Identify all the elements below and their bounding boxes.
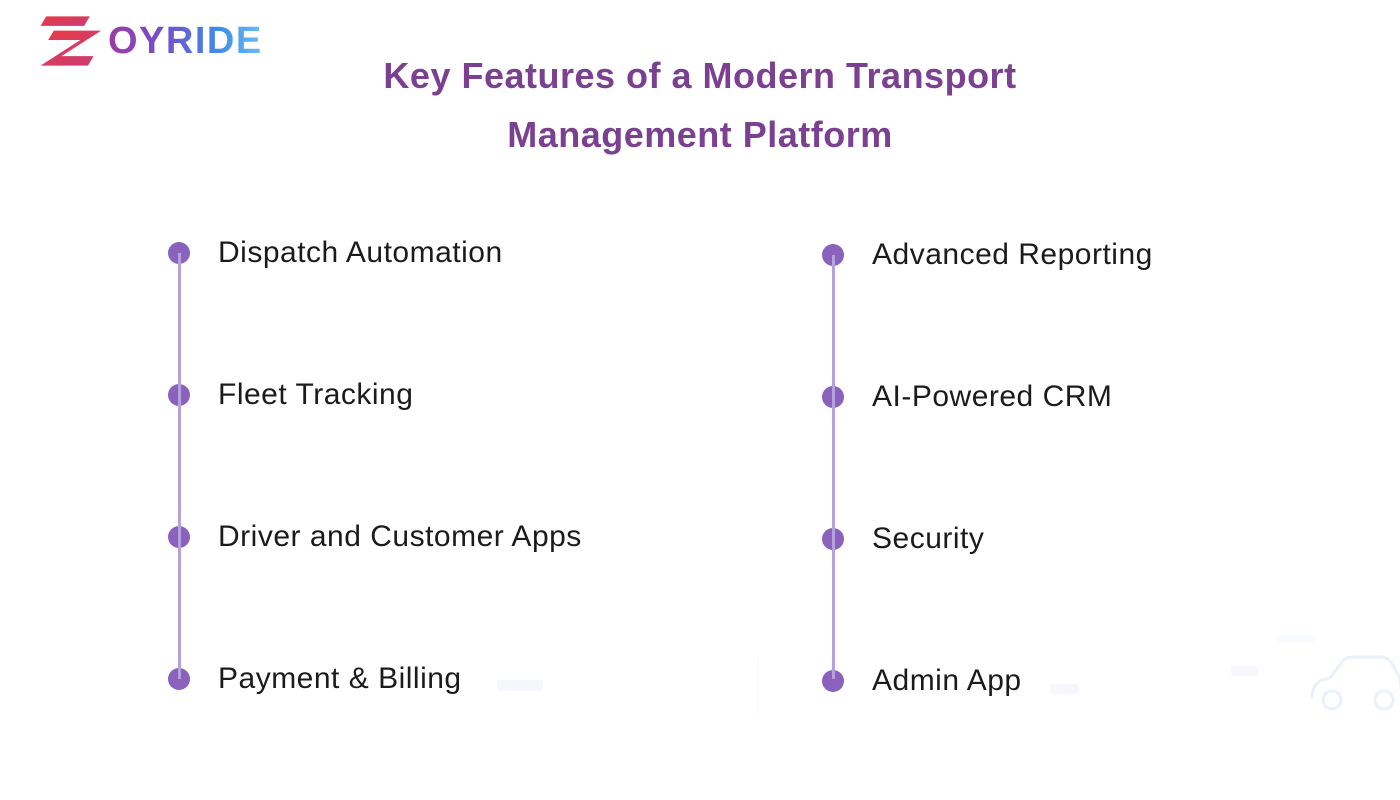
background-watermark-line: [757, 660, 759, 715]
timeline-connector-left: [177, 253, 181, 679]
feature-label: Security: [872, 522, 985, 555]
feature-label: Driver and Customer Apps: [218, 520, 582, 553]
feature-label: Admin App: [872, 664, 1022, 697]
logo-z-icon: [40, 16, 102, 66]
feature-label: Dispatch Automation: [218, 236, 503, 269]
feature-item-ai-powered-crm: AI-Powered CRM: [822, 377, 1112, 417]
feature-item-payment-billing: Payment & Billing: [168, 659, 462, 699]
bullet-dot: [168, 668, 190, 690]
feature-label: Payment & Billing: [218, 662, 462, 695]
feature-item-advanced-reporting: Advanced Reporting: [822, 235, 1153, 275]
feature-column-right: Advanced Reporting AI-Powered CRM Securi…: [822, 235, 1362, 705]
feature-item-admin-app: Admin App: [822, 661, 1022, 701]
page-title: Key Features of a Modern Transport Manag…: [0, 46, 1400, 164]
title-line-2: Management Platform: [507, 114, 893, 155]
feature-label: Advanced Reporting: [872, 238, 1153, 271]
feature-label: AI-Powered CRM: [872, 380, 1113, 413]
feature-item-driver-customer-apps: Driver and Customer Apps: [168, 517, 582, 557]
brand-logo: OYRIDE: [33, 14, 263, 68]
feature-label: Fleet Tracking: [218, 378, 414, 411]
feature-item-fleet-tracking: Fleet Tracking: [168, 375, 413, 415]
bullet-dot: [822, 670, 844, 692]
title-line-1: Key Features of a Modern Transport: [383, 55, 1017, 96]
feature-column-left: Dispatch Automation Fleet Tracking Drive…: [168, 233, 708, 703]
logo-text: OYRIDE: [108, 14, 263, 68]
feature-item-security: Security: [822, 519, 984, 559]
timeline-connector-right: [831, 255, 835, 679]
feature-item-dispatch-automation: Dispatch Automation: [168, 233, 503, 273]
